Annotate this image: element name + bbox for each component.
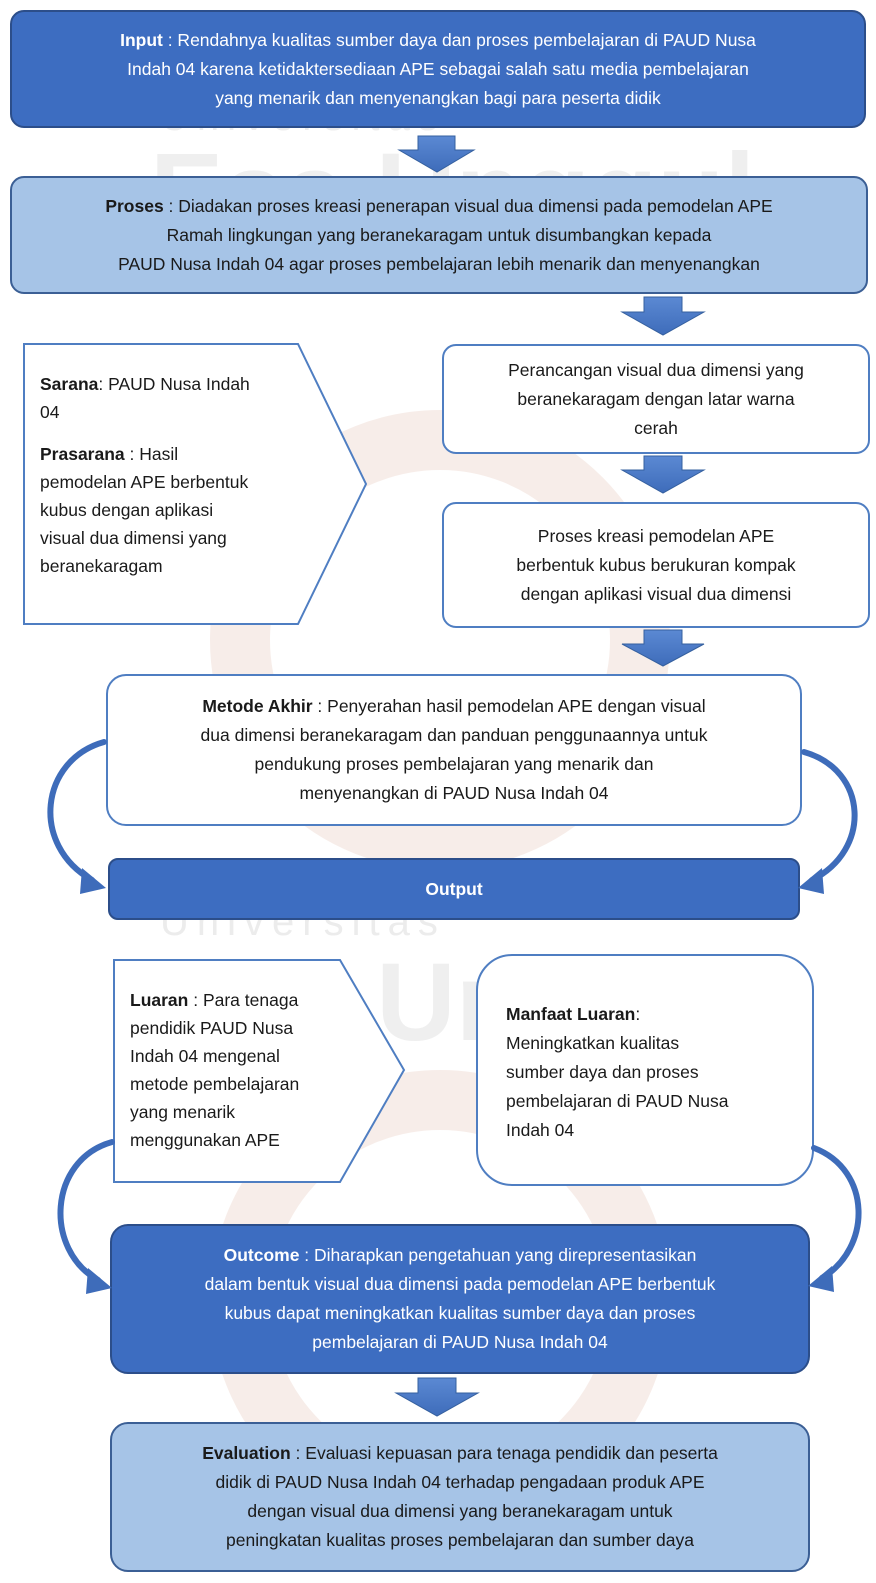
sarana-text: Sarana: PAUD Nusa Indah 04 Prasarana : H… <box>40 370 310 580</box>
luaran-line-3: Indah 04 mengenal <box>130 1046 280 1066</box>
input-line-3: yang menarik dan menyenangkan bagi para … <box>215 87 661 108</box>
manfaat-label: Manfaat Luaran <box>506 1004 636 1024</box>
prasarana-label: Prasarana <box>40 444 125 464</box>
kreasi-line-3: dengan aplikasi visual dua dimensi <box>520 583 792 604</box>
outcome-line-3: kubus dapat meningkatkan kualitas sumber… <box>224 1303 696 1323</box>
proses-line-2: Ramah lingkungan yang beranekaragam untu… <box>166 224 712 245</box>
output-label: Output <box>425 878 483 899</box>
manfaat-line-4: Indah 04 <box>506 1120 575 1140</box>
manfaat-colon: : <box>635 1004 641 1024</box>
metode-akhir-box: Metode Akhir : Penyerahan hasil pemodela… <box>106 674 802 826</box>
luaran-line-4: metode pembelajaran <box>130 1074 300 1094</box>
prasarana-line-2: pemodelan APE berbentuk <box>40 472 249 492</box>
luaran-line-5: yang menarik <box>130 1102 236 1122</box>
evaluation-line-3: dengan visual dua dimensi yang beranekar… <box>247 1501 673 1521</box>
proses-box: Proses : Diadakan proses kreasi penerapa… <box>10 176 868 294</box>
perancangan-line-2: beranekaragam dengan latar warna <box>517 388 795 409</box>
manfaat-line-1: Meningkatkan kualitas <box>506 1033 680 1053</box>
sarana-label: Sarana <box>40 374 99 394</box>
luaran-label: Luaran <box>130 990 189 1010</box>
input-box: Input : Rendahnya kualitas sumber daya d… <box>10 10 866 128</box>
evaluation-line-1: : Evaluasi kepuasan para tenaga pendidik… <box>290 1443 718 1463</box>
perancangan-box: Perancangan visual dua dimensi yang bera… <box>442 344 870 454</box>
sarana-line-2: 04 <box>40 402 60 422</box>
metode-line-3: pendukung proses pembelajaran yang menar… <box>254 754 654 774</box>
evaluation-label: Evaluation <box>202 1443 291 1463</box>
proses-line-1: : Diadakan proses kreasi penerapan visua… <box>163 195 773 216</box>
perancangan-line-1: Perancangan visual dua dimensi yang <box>508 359 804 380</box>
manfaat-luaran-box: Manfaat Luaran: Meningkatkan kualitas su… <box>476 954 814 1186</box>
evaluation-line-2: didik di PAUD Nusa Indah 04 terhadap pen… <box>215 1472 705 1492</box>
outcome-line-1: : Diharapkan pengetahuan yang direpresen… <box>299 1245 697 1265</box>
outcome-line-2: dalam bentuk visual dua dimensi pada pem… <box>204 1274 716 1294</box>
prasarana-line-3: kubus dengan aplikasi <box>40 500 214 520</box>
proses-label: Proses <box>105 195 164 216</box>
perancangan-line-3: cerah <box>634 417 678 438</box>
sarana-shape <box>23 343 368 625</box>
metode-line-2: dua dimensi beranekaragam dan panduan pe… <box>200 725 708 745</box>
luaran-line-1: : Para tenaga <box>188 990 299 1010</box>
outcome-box: Outcome : Diharapkan pengetahuan yang di… <box>110 1224 810 1374</box>
output-box: Output <box>108 858 800 920</box>
kreasi-line-2: berbentuk kubus berukuran kompak <box>516 554 796 575</box>
evaluation-box: Evaluation : Evaluasi kepuasan para tena… <box>110 1422 810 1572</box>
input-line-2: Indah 04 karena ketidaktersediaan APE se… <box>127 58 749 79</box>
metode-line-4: menyenangkan di PAUD Nusa Indah 04 <box>299 783 609 803</box>
kreasi-box: Proses kreasi pemodelan APE berbentuk ku… <box>442 502 870 628</box>
luaran-text: Luaran : Para tenaga pendidik PAUD Nusa … <box>130 986 360 1154</box>
manfaat-line-3: pembelajaran di PAUD Nusa <box>506 1091 729 1111</box>
metode-line-1: : Penyerahan hasil pemodelan APE dengan … <box>312 696 706 716</box>
input-label: Input <box>120 29 163 50</box>
prasarana-line-1: : Hasil <box>129 444 179 464</box>
manfaat-line-2: sumber daya dan proses <box>506 1062 699 1082</box>
proses-line-3: PAUD Nusa Indah 04 agar proses pembelaja… <box>118 253 760 274</box>
metode-label: Metode Akhir <box>202 696 313 716</box>
outcome-label: Outcome <box>223 1245 300 1265</box>
prasarana-line-4: visual dua dimensi yang <box>40 528 227 548</box>
prasarana-line-5: beranekaragam <box>40 556 163 576</box>
sarana-line-1: : PAUD Nusa Indah <box>98 374 250 394</box>
kreasi-line-1: Proses kreasi pemodelan APE <box>537 525 775 546</box>
input-line-1: : Rendahnya kualitas sumber daya dan pro… <box>162 29 756 50</box>
luaran-line-2: pendidik PAUD Nusa <box>130 1018 294 1038</box>
luaran-line-6: menggunakan APE <box>130 1130 280 1150</box>
outcome-line-4: pembelajaran di PAUD Nusa Indah 04 <box>312 1332 608 1352</box>
evaluation-line-4: peningkatan kualitas proses pembelajaran… <box>226 1530 694 1550</box>
